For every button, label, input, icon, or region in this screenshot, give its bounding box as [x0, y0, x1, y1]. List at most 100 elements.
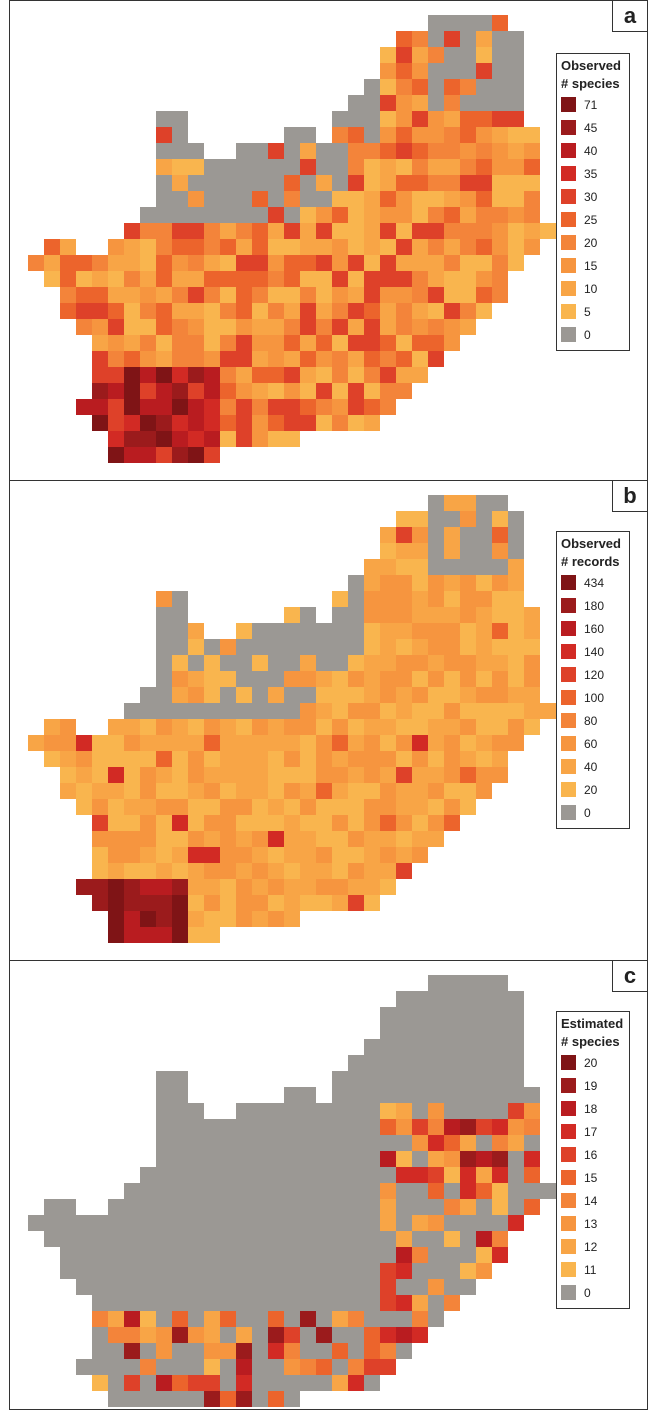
grid-cell: [348, 239, 364, 255]
grid-cell: [380, 799, 396, 815]
grid-cell: [508, 239, 524, 255]
grid-cell: [188, 223, 204, 239]
grid-cell: [156, 431, 172, 447]
grid-cell: [204, 735, 220, 751]
grid-cell: [284, 607, 300, 623]
legend-label: 14: [584, 1193, 598, 1208]
grid-cell: [300, 1231, 316, 1247]
grid-cell: [412, 591, 428, 607]
grid-cell: [412, 239, 428, 255]
grid-cell: [364, 815, 380, 831]
grid-cell: [332, 1375, 348, 1391]
grid-cell: [428, 1023, 444, 1039]
grid-cell: [284, 719, 300, 735]
grid-cell: [332, 415, 348, 431]
grid-cell: [460, 1023, 476, 1039]
grid-cell: [492, 655, 508, 671]
grid-cell: [460, 991, 476, 1007]
grid-cell: [348, 1311, 364, 1327]
grid-cell: [124, 735, 140, 751]
grid-cell: [236, 1327, 252, 1343]
grid-cell: [140, 335, 156, 351]
grid-cell: [300, 1151, 316, 1167]
grid-cell: [508, 1215, 524, 1231]
grid-cell: [508, 543, 524, 559]
grid-cell: [380, 383, 396, 399]
grid-cell: [76, 1359, 92, 1375]
grid-cell: [172, 1279, 188, 1295]
grid-cell: [108, 1263, 124, 1279]
grid-cell: [396, 863, 412, 879]
grid-cell: [380, 767, 396, 783]
grid-cell: [268, 223, 284, 239]
grid-cell: [284, 911, 300, 927]
grid-cell: [220, 175, 236, 191]
grid-cell: [188, 847, 204, 863]
grid-cell: [396, 799, 412, 815]
grid-cell: [460, 495, 476, 511]
grid-cell: [316, 287, 332, 303]
legend-label: 45: [584, 120, 598, 135]
grid-cell: [252, 1295, 268, 1311]
grid-cell: [76, 271, 92, 287]
grid-cell: [444, 1167, 460, 1183]
grid-cell: [108, 447, 124, 463]
grid-cell: [140, 319, 156, 335]
grid-cell: [156, 1231, 172, 1247]
grid-cell: [428, 95, 444, 111]
grid-cell: [492, 1199, 508, 1215]
grid-cell: [316, 415, 332, 431]
grid-cell: [444, 1279, 460, 1295]
grid-cell: [508, 1071, 524, 1087]
grid-cell: [284, 367, 300, 383]
grid-cell: [268, 655, 284, 671]
grid-cell: [140, 783, 156, 799]
grid-cell: [124, 1295, 140, 1311]
grid-cell: [396, 559, 412, 575]
grid-cell: [204, 687, 220, 703]
grid-cell: [460, 575, 476, 591]
grid-cell: [124, 1311, 140, 1327]
grid-cell: [316, 767, 332, 783]
grid-cell: [140, 383, 156, 399]
grid-cell: [300, 783, 316, 799]
grid-cell: [460, 703, 476, 719]
grid-cell: [428, 1039, 444, 1055]
grid-cell: [396, 1327, 412, 1343]
grid-cell: [236, 1183, 252, 1199]
grid-cell: [380, 559, 396, 575]
grid-cell: [316, 319, 332, 335]
legend-swatch: [561, 1170, 576, 1185]
grid-cell: [188, 239, 204, 255]
grid-cell: [428, 1311, 444, 1327]
grid-cell: [460, 303, 476, 319]
grid-cell: [236, 223, 252, 239]
grid-cell: [220, 1263, 236, 1279]
grid-cell: [172, 1343, 188, 1359]
grid-cell: [428, 271, 444, 287]
grid-cell: [348, 639, 364, 655]
grid-cell: [524, 191, 540, 207]
grid-cell: [412, 1215, 428, 1231]
grid-cell: [396, 1263, 412, 1279]
grid-cell: [76, 879, 92, 895]
grid-cell: [204, 239, 220, 255]
grid-cell: [348, 319, 364, 335]
grid-cell: [252, 1279, 268, 1295]
grid-cell: [204, 271, 220, 287]
grid-cell: [492, 1247, 508, 1263]
grid-cell: [492, 703, 508, 719]
grid-cell: [476, 15, 492, 31]
grid-cell: [300, 879, 316, 895]
grid-cell: [252, 1151, 268, 1167]
grid-cell: [540, 223, 556, 239]
grid-cell: [236, 319, 252, 335]
grid-cell: [396, 1183, 412, 1199]
grid-cell: [300, 271, 316, 287]
legend-swatch: [561, 598, 576, 613]
grid-cell: [508, 1183, 524, 1199]
grid-cell: [172, 223, 188, 239]
grid-cell: [396, 623, 412, 639]
grid-cell: [476, 1167, 492, 1183]
grid-cell: [252, 223, 268, 239]
